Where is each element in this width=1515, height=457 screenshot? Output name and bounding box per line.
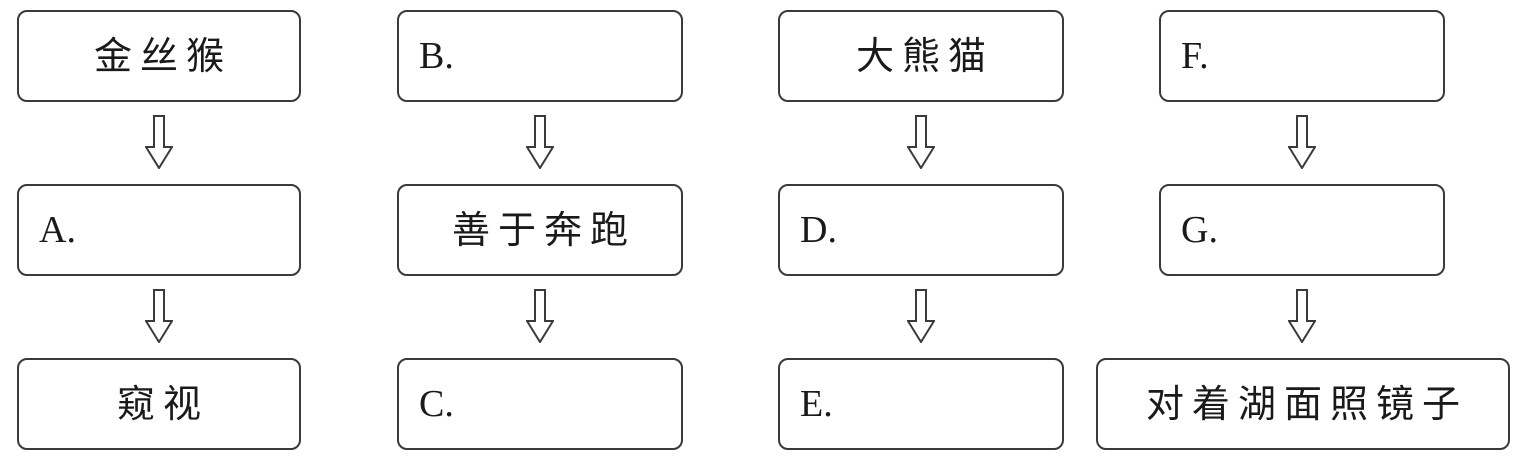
col1-middle-box: A. [17, 184, 301, 276]
col1-arrow-down-2-icon [145, 289, 173, 343]
col3-arrow-down-2-icon [907, 289, 935, 343]
col4-bottom-text: 对着湖面照镜子 [1145, 382, 1468, 426]
col4-middle-box: G. [1159, 184, 1445, 276]
col1-arrow-down-1-icon [145, 115, 173, 169]
col2-middle-text: 善于奔跑 [451, 208, 636, 252]
col3-middle-box: D. [778, 184, 1064, 276]
col2-middle-box: 善于奔跑 [397, 184, 683, 276]
col4-top-text: F. [1181, 35, 1209, 77]
col4-arrow-down-2-icon [1288, 289, 1316, 343]
col3-bottom-box: E. [778, 358, 1064, 450]
col2-bottom-text: C. [419, 383, 454, 425]
col1-bottom-text: 窥视 [116, 382, 209, 426]
col3-top-text: 大熊猫 [855, 34, 994, 78]
col2-bottom-box: C. [397, 358, 683, 450]
col4-bottom-box: 对着湖面照镜子 [1096, 358, 1510, 450]
col2-arrow-down-1-icon [526, 115, 554, 169]
col1-top-box: 金丝猴 [17, 10, 301, 102]
col3-arrow-down-1-icon [907, 115, 935, 169]
col1-bottom-box: 窥视 [17, 358, 301, 450]
col2-arrow-down-2-icon [526, 289, 554, 343]
col1-middle-text: A. [39, 209, 76, 251]
col1-top-text: 金丝猴 [93, 34, 232, 78]
col2-top-box: B. [397, 10, 683, 102]
col4-middle-text: G. [1181, 209, 1218, 251]
col3-bottom-text: E. [800, 383, 833, 425]
col4-arrow-down-1-icon [1288, 115, 1316, 169]
col3-top-box: 大熊猫 [778, 10, 1064, 102]
col4-top-box: F. [1159, 10, 1445, 102]
col3-middle-text: D. [800, 209, 837, 251]
col2-top-text: B. [419, 35, 454, 77]
